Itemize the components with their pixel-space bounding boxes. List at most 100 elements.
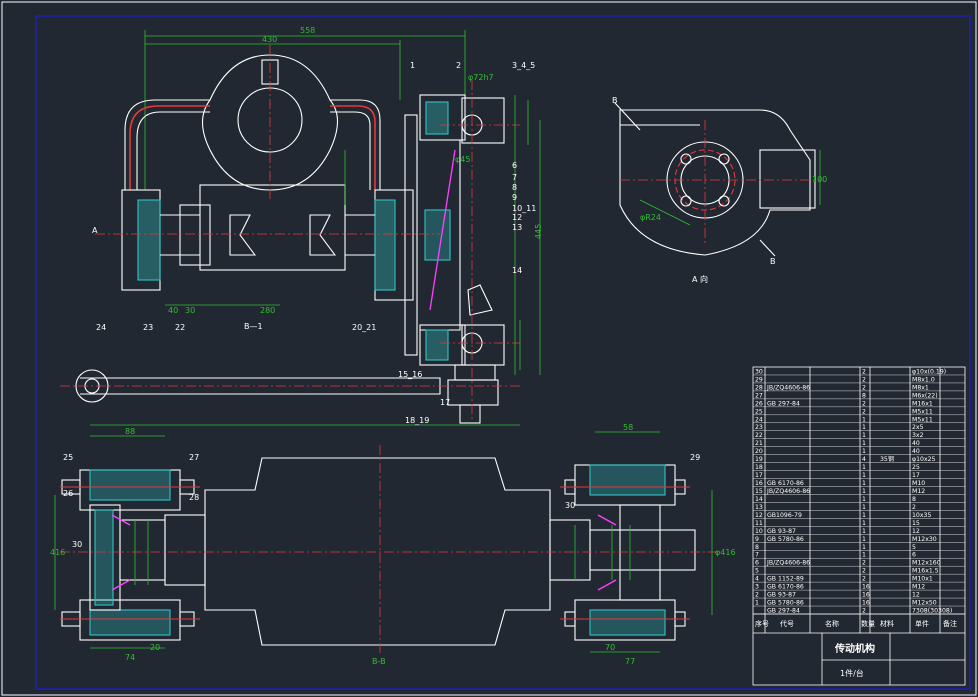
part-label-6: 6 bbox=[512, 161, 517, 170]
part-label-24: 24 bbox=[96, 323, 106, 332]
part-label-2021: 20_21 bbox=[352, 323, 376, 332]
part-label-345: 3_4_5 bbox=[512, 61, 535, 70]
bom-cell-qty: 1 bbox=[862, 504, 866, 511]
bom-cell-note: M12x160 bbox=[912, 560, 941, 567]
view-label-b-top: B bbox=[612, 96, 618, 105]
drawing-title: 传动机构 bbox=[834, 642, 875, 655]
bom-cell-no: 9 bbox=[755, 536, 759, 543]
part-label-17: 17 bbox=[440, 398, 450, 407]
bom-cell-code: GB 93-87 bbox=[767, 592, 796, 599]
bom-cell-code: GB1096-79 bbox=[767, 512, 802, 519]
bom-head-name: 名称 bbox=[825, 619, 839, 628]
bom-cell-no: 30 bbox=[755, 368, 763, 375]
bom-cell-note: 2 bbox=[912, 504, 916, 511]
bom-cell-code: JB/ZQ4606-86 bbox=[766, 384, 810, 391]
bom-cell-code: GB 6170-86 bbox=[767, 480, 804, 487]
bom-cell-no: 28 bbox=[755, 384, 763, 391]
bom-cell-no: 11 bbox=[755, 520, 763, 527]
bom-cell-code: JB/ZQ4606-86 bbox=[766, 488, 810, 495]
part-label-7: 7 bbox=[512, 173, 517, 182]
bom-cell-note: M12 bbox=[912, 488, 925, 495]
bom-cell-qty: 1 bbox=[862, 424, 866, 431]
bom-cell-note: M5x11 bbox=[912, 416, 933, 423]
bom-cell-note: 40 bbox=[912, 448, 920, 455]
bom-cell-qty: 1 bbox=[862, 528, 866, 535]
bom-cell-code: GB 1152-89 bbox=[767, 576, 804, 583]
bom-cell-qty: 1 bbox=[862, 416, 866, 423]
bom-cell-no: 12 bbox=[755, 512, 763, 519]
part-label-1: 1 bbox=[410, 61, 415, 70]
bom-cell-no: 24 bbox=[755, 416, 763, 423]
part-label-26: 26 bbox=[63, 489, 73, 498]
bom-cell-note: M5x11 bbox=[912, 408, 933, 415]
bom-cell-qty: 16 bbox=[862, 592, 870, 599]
bom-cell-qty: 1 bbox=[862, 440, 866, 447]
bom-cell-note: 40 bbox=[912, 440, 920, 447]
view-label-b: B bbox=[770, 257, 776, 266]
part-label-2: 2 bbox=[456, 61, 461, 70]
bom-cell-qty: 16 bbox=[862, 584, 870, 591]
part-label-1011: 10_11 bbox=[512, 204, 536, 213]
bom-cell-code: JB/ZQ4606-86 bbox=[766, 560, 810, 567]
bom-head-no: 序号 bbox=[755, 619, 769, 628]
bom-cell-qty: 2 bbox=[862, 560, 866, 567]
bom-head-qty: 数量 bbox=[861, 619, 875, 628]
dim-r24: φR24 bbox=[640, 213, 661, 222]
bom-cell-no: 4 bbox=[755, 576, 759, 583]
bom-head-weight: 单件 bbox=[915, 619, 929, 628]
bom-cell-no: 6 bbox=[755, 560, 759, 567]
part-label-8: 8 bbox=[512, 183, 517, 192]
bom-cell-note: 25 bbox=[912, 464, 920, 471]
part-label-30b: 30 bbox=[565, 501, 575, 510]
part-label-13: 13 bbox=[512, 223, 522, 232]
dim-phi72: φ72h7 bbox=[468, 73, 494, 82]
bom-cell-note: φ10x(0.19) bbox=[912, 368, 946, 375]
bom-cell-qty: 2 bbox=[862, 408, 866, 415]
bom-cell-qty: 1 bbox=[862, 544, 866, 551]
bom-cell-note: φ10x25 bbox=[912, 456, 936, 463]
bom-head-code: 代号 bbox=[780, 619, 794, 628]
bom-cell-note: 15 bbox=[912, 520, 920, 527]
bom-cell-no: 20 bbox=[755, 448, 763, 455]
bom-cell-note: M12x30 bbox=[912, 536, 937, 543]
bom-head-material: 材料 bbox=[880, 619, 894, 628]
view-a bbox=[614, 102, 821, 257]
bom-cell-qty: 2 bbox=[862, 384, 866, 391]
bom-cell-qty: 1 bbox=[862, 536, 866, 543]
bom-cell-qty: 1 bbox=[862, 520, 866, 527]
bom-cell-code: GB 297-84 bbox=[767, 400, 800, 407]
bom-cell-no: 5 bbox=[755, 568, 759, 575]
dim-416b: φ416 bbox=[715, 548, 736, 557]
bom-cell-note: 6 bbox=[912, 552, 916, 559]
bom-cell-code: GB 6170-86 bbox=[767, 584, 804, 591]
bom-cell-note: 3x2 bbox=[912, 432, 924, 439]
bom-cell-no: 14 bbox=[755, 496, 763, 503]
bom-cell-qty: 2 bbox=[862, 368, 866, 375]
part-label-28: 28 bbox=[189, 493, 199, 502]
bom-cell-qty: 2 bbox=[862, 376, 866, 383]
part-label-23: 23 bbox=[143, 323, 153, 332]
drawing-subtitle: 1件/台 bbox=[840, 668, 864, 678]
bom-cell-note: M12x50 bbox=[912, 600, 937, 607]
bom-cell-no: 3 bbox=[755, 584, 759, 591]
bom-cell-no: 21 bbox=[755, 440, 763, 447]
bom-cell-note: M10 bbox=[912, 480, 925, 487]
bom-cell-note: 7308(30308) bbox=[912, 608, 952, 615]
bom-cell-note: M10x1 bbox=[912, 576, 933, 583]
dim-70: 70 bbox=[605, 643, 615, 652]
bom-cell-code: GB 5780-86 bbox=[767, 536, 804, 543]
part-label-29: 29 bbox=[690, 453, 700, 462]
bom-cell-qty: 4 bbox=[862, 456, 866, 463]
dim-416: 416 bbox=[50, 548, 65, 557]
bom-cell-no: 18 bbox=[755, 464, 763, 471]
dim-20: 20 bbox=[150, 643, 160, 652]
bom-cell-note: M16x1 bbox=[912, 400, 933, 407]
bom-cell-note: 5 bbox=[912, 544, 916, 551]
inner-frame bbox=[35, 15, 971, 690]
dim-445: 445 bbox=[534, 224, 543, 239]
bom-cell-note: M16x1.5 bbox=[912, 568, 939, 575]
bom-cell-qty: 2 bbox=[862, 608, 866, 615]
